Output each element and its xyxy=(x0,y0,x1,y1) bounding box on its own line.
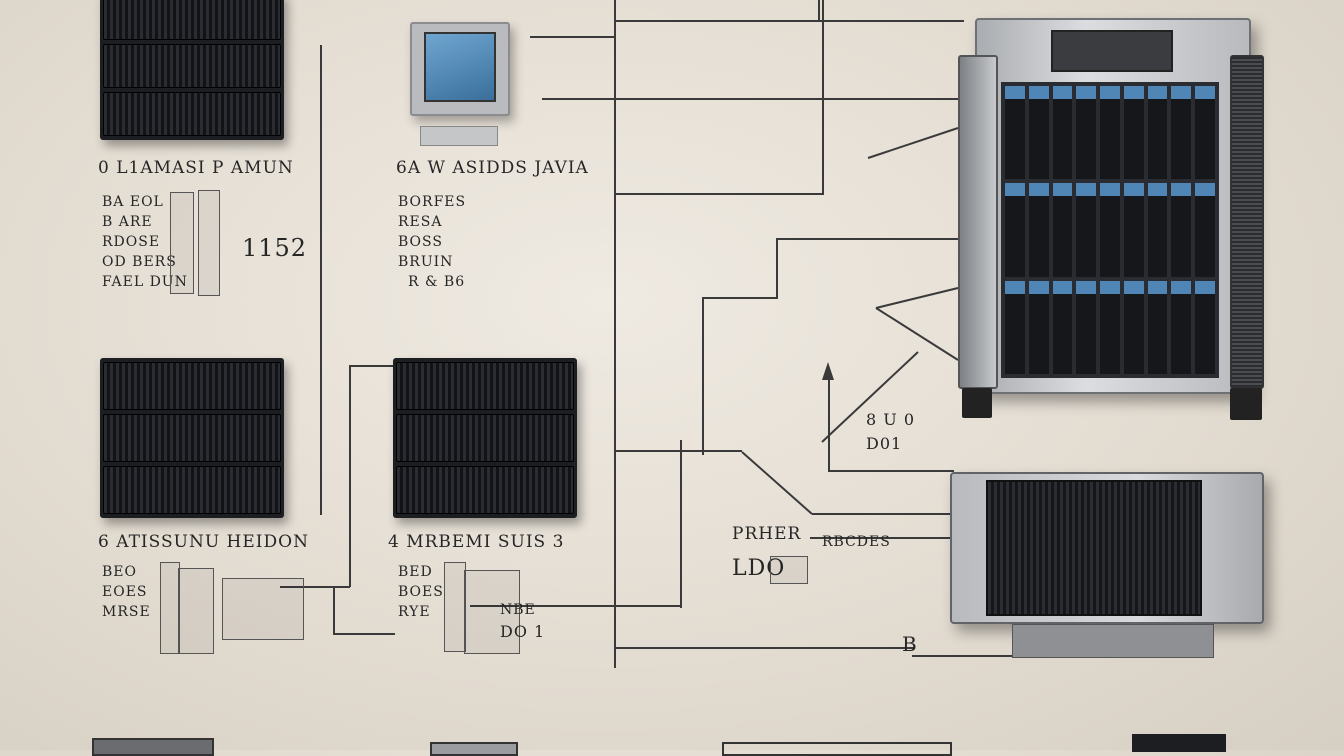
tower-side-panel-right xyxy=(1230,55,1264,389)
wire xyxy=(822,0,824,195)
rack-server-icon xyxy=(100,0,284,140)
list-item: FAEL DUN xyxy=(102,274,188,290)
bracket-marker xyxy=(178,568,214,654)
rack-unit xyxy=(103,44,281,88)
bracket-marker xyxy=(444,562,466,652)
device-icon xyxy=(92,738,214,756)
device-icon xyxy=(722,742,952,756)
mid-right-tag: 8 U 0 xyxy=(866,410,916,429)
rack-unit xyxy=(396,362,574,410)
list-item: RDOSE xyxy=(102,234,161,250)
connector-block xyxy=(464,570,520,654)
wire xyxy=(320,45,322,515)
mid-right-tag: D01 xyxy=(866,434,903,453)
bracket-marker xyxy=(170,192,194,294)
wire xyxy=(333,587,335,634)
network-switch-icon xyxy=(950,472,1264,624)
rack-unit xyxy=(103,362,281,410)
wire xyxy=(614,0,616,668)
bottom-right-tag: RBCDES xyxy=(822,534,891,550)
list-item: RYE xyxy=(398,604,431,620)
monitor-screen xyxy=(424,32,496,102)
rack-server-icon xyxy=(100,358,284,518)
wire xyxy=(614,193,824,195)
wire xyxy=(680,440,682,608)
list-item: BORFES xyxy=(398,194,467,210)
bottom-mid-tag: NBE xyxy=(500,602,536,618)
list-item: BA EOL xyxy=(102,194,164,210)
bottom-right-subheading: LDO xyxy=(732,556,786,581)
wire xyxy=(828,470,954,472)
monitor-icon xyxy=(410,22,510,116)
wire xyxy=(280,586,350,588)
tower-side-panel-left xyxy=(958,55,998,389)
wire xyxy=(818,0,820,22)
wire xyxy=(614,647,914,649)
rack-unit xyxy=(103,414,281,462)
connector-block xyxy=(222,578,304,640)
bottom-left-item-list: BEO EOES MRSE xyxy=(102,562,151,622)
wire xyxy=(542,98,962,100)
tower-foot xyxy=(1230,388,1262,420)
device-icon xyxy=(430,742,518,756)
list-item: BED xyxy=(398,564,433,580)
tower-bay-grid xyxy=(1001,82,1219,378)
list-item: OD BERS xyxy=(102,254,177,270)
wire xyxy=(912,655,1012,657)
rack-unit xyxy=(396,414,574,462)
rack-unit xyxy=(103,0,281,40)
list-item: MRSE xyxy=(102,604,151,620)
wire xyxy=(530,36,616,38)
monitor-stand xyxy=(420,126,498,146)
list-item: BEO xyxy=(102,564,137,580)
wire xyxy=(828,370,830,471)
bottom-right-heading: PRHER xyxy=(732,524,802,544)
wire xyxy=(776,238,778,298)
top-mid-heading: 6A W ASIDDS JAVIA xyxy=(396,158,589,178)
bracket-marker xyxy=(198,190,220,296)
list-item: RESA xyxy=(398,214,443,230)
wire xyxy=(702,297,704,455)
bracket-marker xyxy=(160,562,180,654)
wire xyxy=(614,20,964,22)
bottom-mid-item-list: BED BOES RYE xyxy=(398,562,444,622)
wire xyxy=(810,537,950,539)
connector-block xyxy=(770,556,808,584)
rack-server-icon xyxy=(393,358,577,518)
tower-foot xyxy=(962,388,992,418)
top-mid-item-list: BORFES RESA BOSS BRUIN R & B6 xyxy=(398,192,466,292)
switch-base xyxy=(1012,624,1214,658)
tower-display xyxy=(1051,30,1173,72)
wire xyxy=(614,450,742,452)
list-item: R & B6 xyxy=(408,274,466,290)
top-left-number: 1152 xyxy=(242,234,308,262)
list-item: B ARE xyxy=(102,214,153,230)
wire xyxy=(470,605,682,607)
top-left-item-list: BA EOL B ARE RDOSE OD BERS FAEL DUN xyxy=(102,192,188,292)
bottom-mid-heading: 4 MRBEMI SUIS 3 xyxy=(388,532,565,552)
list-item: BRUIN xyxy=(398,254,454,270)
rack-unit xyxy=(103,466,281,514)
switch-port-panel xyxy=(986,480,1202,616)
list-item: BOSS xyxy=(398,234,443,250)
wire xyxy=(333,633,395,635)
bottom-right-mark: B xyxy=(902,632,918,656)
rack-unit xyxy=(396,466,574,514)
bottom-left-heading: 6 ATISSUNU HEIDON xyxy=(98,532,309,552)
rack-unit xyxy=(103,92,281,136)
list-item: BOES xyxy=(398,584,444,600)
wire xyxy=(776,238,962,240)
tower-server-icon xyxy=(975,18,1251,394)
wire xyxy=(702,297,778,299)
device-icon xyxy=(1132,734,1226,752)
top-left-heading: 0 L1AMASI P AMUN xyxy=(98,158,294,178)
wire xyxy=(349,365,351,587)
list-item: EOES xyxy=(102,584,148,600)
bottom-mid-tag: DO 1 xyxy=(500,622,546,641)
wire xyxy=(349,365,393,367)
